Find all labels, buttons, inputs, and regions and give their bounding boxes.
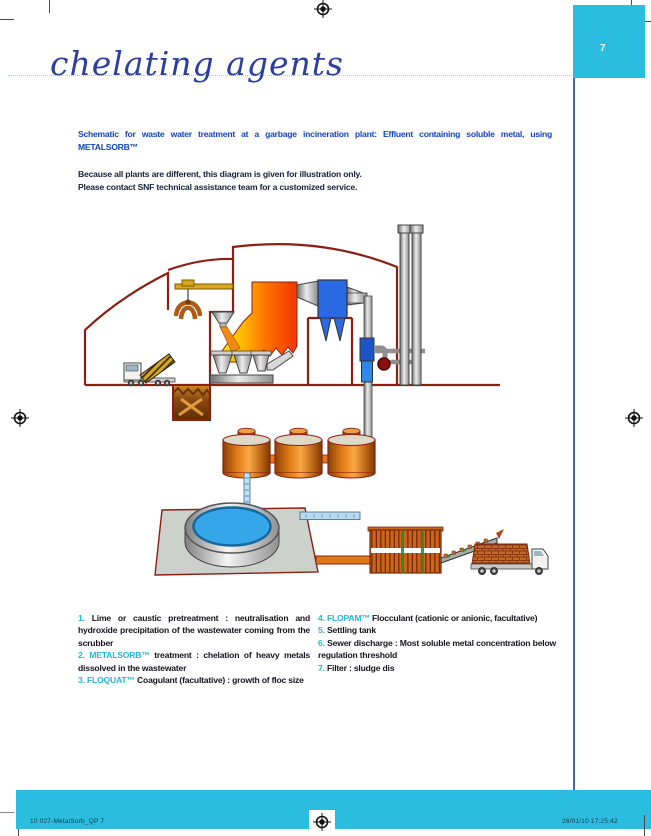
scrubber-column xyxy=(359,337,388,383)
ash-hoppers xyxy=(209,350,294,384)
settling-tank xyxy=(184,502,280,568)
legend-item: 1. Lime or caustic pretreatment : neutra… xyxy=(78,613,310,648)
chimney-stacks xyxy=(397,224,424,386)
page-title: chelating agents xyxy=(50,44,344,83)
legend-right-column: 4. FLOPAM™ Flocculant (cationic or anion… xyxy=(318,612,556,674)
dosing-pipe xyxy=(243,472,251,508)
page-number-box: 7 xyxy=(573,5,645,78)
sludge-pipe xyxy=(315,555,373,565)
legend-item: 4. FLOPAM™ Flocculant (cationic or anion… xyxy=(318,613,538,623)
footer-timestamp: 26/01/10 17:25:42 xyxy=(562,818,618,825)
page-number: 7 xyxy=(600,43,606,54)
delivery-truck xyxy=(123,353,176,387)
registration-mark-icon xyxy=(313,813,331,831)
crop-mark xyxy=(0,812,14,813)
crop-mark xyxy=(644,815,645,836)
legend-left-column: 1. Lime or caustic pretreatment : neutra… xyxy=(78,612,310,686)
legend-item: 7. Filter : sludge dis xyxy=(318,662,395,673)
intro-line: Because all plants are different, this d… xyxy=(78,169,362,179)
intro-line: Please contact SNF technical assistance … xyxy=(78,182,358,192)
dosing-tanks xyxy=(222,427,376,479)
legend-item: 6. Sewer discharge : Most soluble metal … xyxy=(318,637,556,661)
fan xyxy=(377,357,391,371)
intro-text: Because all plants are different, this d… xyxy=(78,168,552,194)
grab-crane xyxy=(173,279,234,320)
legend-item: 2. METALSORB™ treatment : chelation of h… xyxy=(78,650,310,673)
sewer-discharge-pipe xyxy=(299,511,361,520)
waste-pit xyxy=(172,384,211,421)
crop-mark xyxy=(0,19,14,20)
header-dotted-rule xyxy=(8,75,574,76)
crop-mark xyxy=(49,0,50,13)
plant-schematic xyxy=(83,224,549,576)
schematic-heading: Schematic for waste water treatment at a… xyxy=(78,129,552,152)
registration-mark-icon xyxy=(314,0,332,18)
feed-hopper xyxy=(211,311,241,353)
registration-mark-icon xyxy=(11,409,29,427)
sludge-truck xyxy=(470,543,549,575)
filter-press xyxy=(367,526,444,574)
bag-filter xyxy=(317,279,348,342)
footer-file-label: 10 027-MetalSorb_QP 7 xyxy=(30,818,105,825)
legend-item: 3. FLOQUAT™ Coagulant (facultative) : gr… xyxy=(78,675,304,686)
registration-mark-icon xyxy=(625,409,643,427)
margin-rule xyxy=(573,5,575,790)
legend-item: 5. Settling tank xyxy=(318,625,376,636)
